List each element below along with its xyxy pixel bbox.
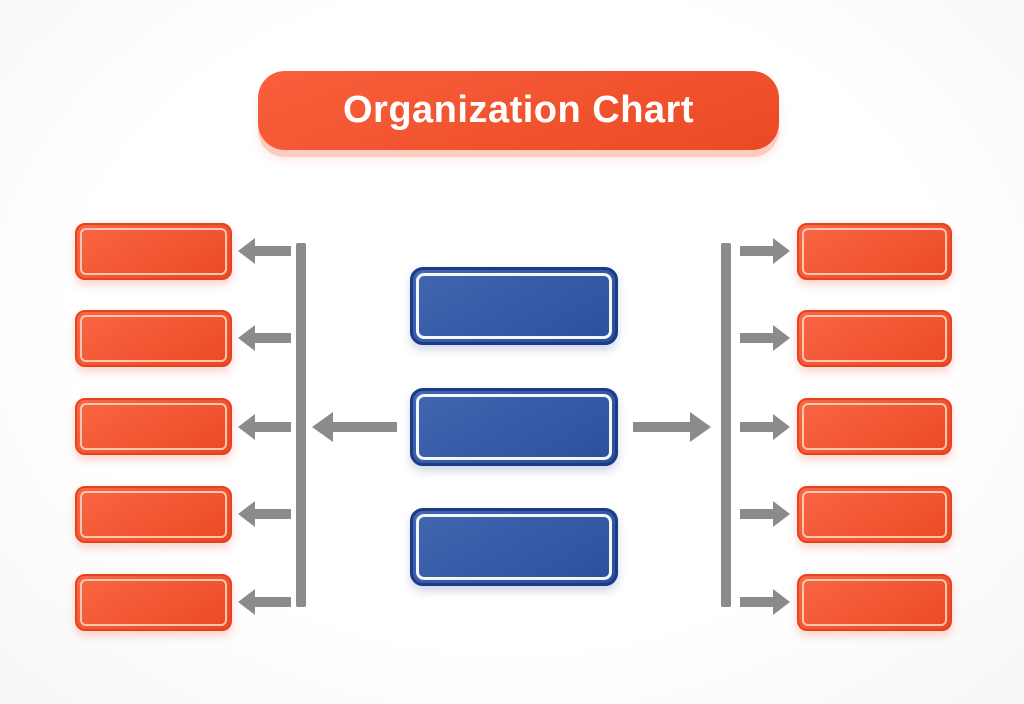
left-node-1 <box>75 223 232 280</box>
arrow-right-3-icon <box>740 414 790 440</box>
center-node-2 <box>410 388 618 466</box>
right-node-2 <box>797 310 952 367</box>
right-node-5 <box>797 574 952 631</box>
right-node-4 <box>797 486 952 543</box>
left-node-2 <box>75 310 232 367</box>
right-connector-bar <box>721 243 731 607</box>
right-node-3 <box>797 398 952 455</box>
arrow-right-4-icon <box>740 501 790 527</box>
page-title: Organization Chart <box>342 89 695 131</box>
arrow-right-2-icon <box>740 325 790 351</box>
title-banner: Organization Chart <box>258 71 779 150</box>
arrow-left-2-icon <box>238 325 291 351</box>
center-node-3 <box>410 508 618 586</box>
left-node-5 <box>75 574 232 631</box>
left-node-4 <box>75 486 232 543</box>
center-node-1 <box>410 267 618 345</box>
left-node-3 <box>75 398 232 455</box>
arrow-center-to-right-icon <box>633 412 711 442</box>
left-connector-bar <box>296 243 306 607</box>
arrow-left-5-icon <box>238 589 291 615</box>
arrow-left-4-icon <box>238 501 291 527</box>
arrow-left-3-icon <box>238 414 291 440</box>
arrow-center-to-left-icon <box>312 412 397 442</box>
right-node-1 <box>797 223 952 280</box>
arrow-right-1-icon <box>740 238 790 264</box>
arrow-right-5-icon <box>740 589 790 615</box>
arrow-left-1-icon <box>238 238 291 264</box>
